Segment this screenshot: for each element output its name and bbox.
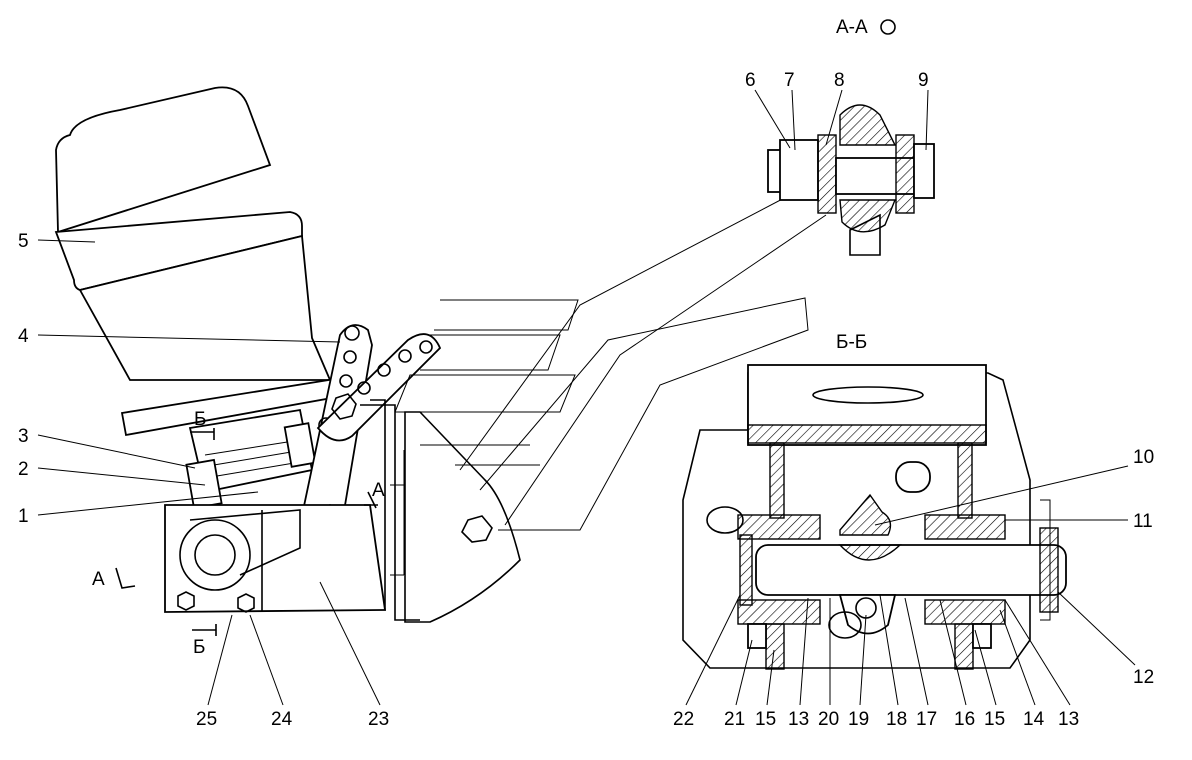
- section-aa-label: А-А: [836, 17, 868, 38]
- callout-numbers: 5 4 3 2 1 6 7 8 9 10 11 12 22 21 15 13 2…: [18, 70, 1154, 730]
- section-marks: А-А Б-Б Б Б А А: [92, 17, 896, 658]
- callout-2: 2: [18, 459, 29, 480]
- callout-7: 7: [784, 70, 795, 91]
- callout-6: 6: [745, 70, 756, 91]
- callout-10: 10: [1133, 447, 1154, 468]
- callout-25: 25: [196, 709, 217, 730]
- carrier-plate: [404, 411, 521, 623]
- brake-chamber-assembly: [54, 86, 521, 623]
- callout-15-right: 15: [984, 709, 1005, 730]
- callout-18: 18: [886, 709, 907, 730]
- fitting-right: [283, 422, 317, 468]
- callout-22: 22: [673, 709, 694, 730]
- guide-lines: [394, 194, 827, 531]
- callout-20: 20: [818, 709, 839, 730]
- cut-b-bottom-label: Б: [193, 637, 205, 658]
- callout-24: 24: [271, 709, 293, 730]
- callout-16: 16: [954, 709, 975, 730]
- callout-5: 5: [18, 231, 29, 252]
- callout-8: 8: [834, 70, 845, 91]
- callout-21: 21: [724, 709, 745, 730]
- cam-shaft: [755, 544, 1067, 596]
- cut-a-right-label: А: [372, 480, 385, 501]
- callout-11: 11: [1133, 511, 1153, 532]
- callout-13-right: 13: [1058, 709, 1079, 730]
- callout-1: 1: [18, 506, 29, 527]
- callout-12: 12: [1133, 667, 1154, 688]
- clevis-eye: [179, 519, 251, 591]
- callout-19: 19: [848, 709, 869, 730]
- cut-a-left-label: А: [92, 569, 105, 590]
- section-aa-view: [767, 104, 935, 256]
- leader-lines: [37, 89, 1136, 706]
- cut-b-top-label: Б: [194, 409, 206, 430]
- callout-4: 4: [18, 326, 29, 347]
- section-bb-label: Б-Б: [836, 332, 867, 353]
- callout-17: 17: [916, 709, 937, 730]
- circle-icon: [880, 19, 896, 35]
- callout-23: 23: [368, 709, 389, 730]
- callout-13-left: 13: [788, 709, 809, 730]
- callout-9: 9: [918, 70, 929, 91]
- callout-15-left: 15: [755, 709, 776, 730]
- callout-3: 3: [18, 426, 29, 447]
- brake-chamber-body: [55, 86, 272, 234]
- section-bb-view: [682, 364, 1067, 670]
- bb-frame: [682, 372, 1031, 669]
- callout-14: 14: [1023, 709, 1045, 730]
